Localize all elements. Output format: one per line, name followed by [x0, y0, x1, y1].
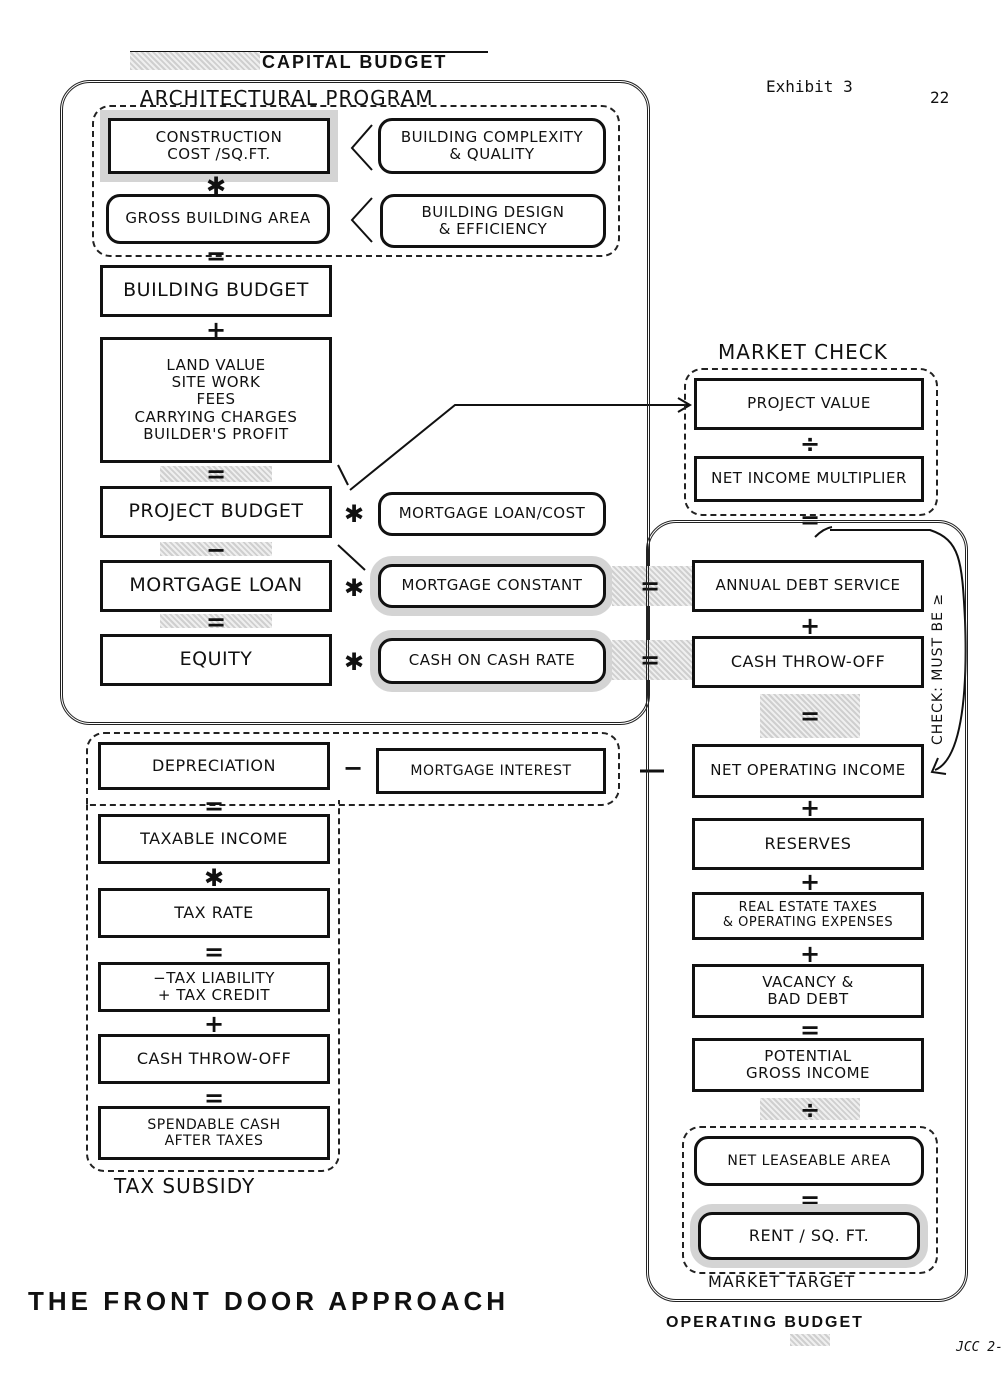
cash-throw-off-box: Cash Throw-Off	[692, 636, 924, 688]
equals-shade	[612, 566, 692, 606]
construction-cost-box: Construction Cost /Sq.Ft.	[108, 118, 330, 174]
equals-shade	[760, 694, 860, 738]
check-note: Check: Must Be ≥	[930, 592, 946, 745]
capital-budget-title: CAPITAL BUDGET	[262, 52, 448, 72]
equals-operator: =	[203, 1084, 225, 1112]
project-value-box: Project Value	[694, 378, 924, 430]
times-operator: ✱	[343, 648, 365, 676]
taxable-income-box: Taxable Income	[98, 814, 330, 864]
building-design-box: Building Design & Efficiency	[380, 194, 606, 248]
vacancy-box: Vacancy & Bad Debt	[692, 964, 924, 1018]
tax-rate-box: Tax Rate	[98, 888, 330, 938]
tax-subsidy-title: Tax Subsidy	[114, 1174, 256, 1198]
equals-operator: =	[639, 646, 661, 674]
minus-operator: −	[342, 754, 364, 782]
capital-budget-container	[60, 80, 650, 725]
market-target-group	[682, 1126, 938, 1274]
net-income-multiplier-box: Net Income Multiplier	[694, 456, 924, 502]
plus-operator: +	[799, 612, 821, 640]
equals-operator: =	[205, 460, 227, 488]
project-budget-box: Project Budget	[100, 486, 332, 538]
plus-operator: +	[203, 1010, 225, 1038]
equals-operator: =	[203, 792, 225, 820]
market-target-title: Market Target	[708, 1272, 856, 1291]
equity-box: Equity	[100, 634, 332, 686]
exhibit-label: Exhibit 3	[766, 77, 853, 96]
equals-shade	[160, 614, 272, 628]
plus-operator: +	[799, 940, 821, 968]
plus-operator: +	[799, 794, 821, 822]
operating-budget-title: OPERATING BUDGET	[666, 1314, 864, 1331]
mortgage-loan-box: Mortgage Loan	[100, 560, 332, 612]
gross-building-area-box: Gross Building Area	[106, 194, 330, 244]
divide-shade	[760, 1098, 860, 1120]
times-operator: ✱	[205, 172, 227, 200]
tax-subsidy-group-top	[86, 732, 620, 806]
annual-debt-service-box: Annual Debt Service	[692, 560, 924, 612]
equals-operator: =	[639, 572, 661, 600]
divide-operator: ÷	[799, 1096, 821, 1124]
minus-shade	[160, 542, 272, 556]
times-operator: ✱	[203, 864, 225, 892]
equals-shade	[160, 466, 272, 482]
plus-operator: +	[799, 868, 821, 896]
net-operating-income-box: Net Operating Income	[692, 744, 924, 798]
page-number: 22	[930, 88, 950, 107]
reserves-box: Reserves	[692, 818, 924, 870]
equals-operator: =	[203, 938, 225, 966]
equals-operator: =	[205, 608, 227, 636]
market-check-title: Market Check	[718, 340, 888, 364]
divide-operator: ÷	[799, 430, 821, 458]
net-leaseable-area-box: Net Leaseable Area	[694, 1136, 924, 1186]
mortgage-interest-box: Mortgage Interest	[376, 748, 606, 794]
land-value-box: Land Value Site Work Fees Carrying Charg…	[100, 337, 332, 463]
tax-subsidy-group-bottom	[86, 800, 340, 1172]
operating-budget-container	[646, 520, 968, 1302]
equals-operator: =	[205, 242, 227, 270]
equals-operator: =	[799, 1186, 821, 1214]
building-budget-box: Building Budget	[100, 265, 332, 317]
depreciation-box: Depreciation	[98, 742, 330, 790]
plus-operator: +	[205, 316, 227, 344]
initials: JCC 2-	[956, 1340, 1003, 1355]
mortgage-loan-cost-box: Mortgage Loan/Cost	[378, 492, 606, 536]
building-complexity-box: Building Complexity & Quality	[378, 118, 606, 174]
minus-operator: −	[205, 536, 227, 564]
front-door-approach-title: THE FRONT DOOR APPROACH	[28, 1286, 510, 1316]
equals-shade	[612, 640, 692, 680]
equals-operator: =	[799, 1016, 821, 1044]
real-estate-taxes-box: Real Estate Taxes & Operating Expenses	[692, 892, 924, 940]
rent-box: Rent / Sq. Ft.	[698, 1212, 920, 1260]
potential-gross-box: Potential Gross Income	[692, 1038, 924, 1092]
times-operator: ✱	[343, 574, 365, 602]
architectural-program-group	[92, 105, 620, 257]
header-shade	[130, 52, 260, 70]
cash-on-cash-box: Cash on Cash Rate	[378, 638, 606, 684]
operating-budget-shade	[790, 1334, 830, 1346]
tax-liability-box: −Tax Liability + Tax Credit	[98, 962, 330, 1012]
market-check-group	[684, 368, 938, 516]
equals-operator: =	[799, 702, 821, 730]
tax-cash-throw-off-box: Cash Throw-Off	[98, 1034, 330, 1084]
times-operator: ✱	[343, 500, 365, 528]
spendable-cash-box: Spendable Cash After Taxes	[98, 1106, 330, 1160]
mortgage-constant-box: Mortgage Constant	[378, 564, 606, 608]
